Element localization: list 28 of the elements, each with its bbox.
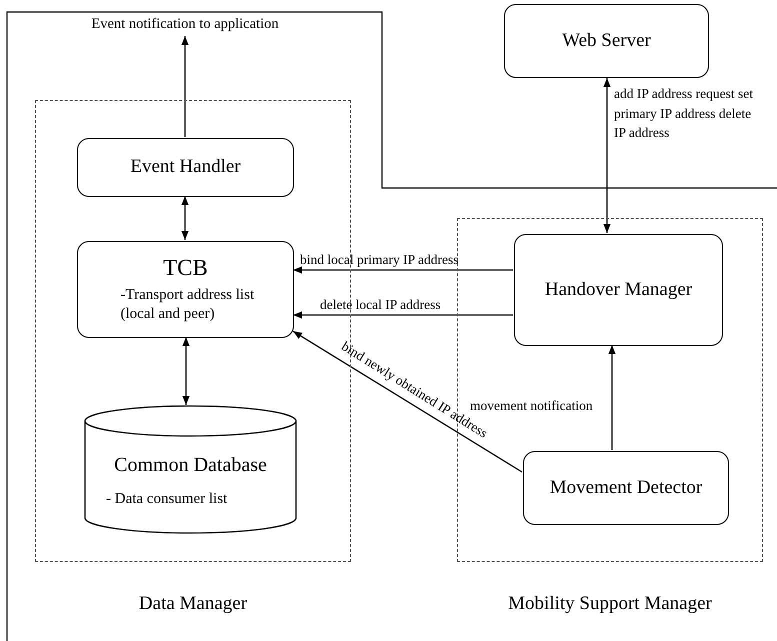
database-cylinder [84, 406, 297, 533]
process-box [77, 138, 294, 197]
box-title: Movement Detector [550, 476, 702, 500]
group-label: Mobility Support Manager [507, 593, 713, 616]
arrow [181, 196, 189, 240]
process-box [77, 241, 294, 338]
edge-label: movement notification [470, 397, 593, 413]
edge-label: bind local primary IP address [300, 251, 458, 269]
database-title: Common Database [113, 453, 268, 477]
process-box [514, 234, 723, 346]
arrow [182, 337, 190, 405]
box-title: Web Server [562, 30, 651, 52]
box-title: Handover Manager [544, 278, 692, 302]
arrow [181, 36, 189, 137]
box-note: -Transport address list (local and peer) [120, 286, 256, 324]
arrow [293, 266, 513, 274]
box-title: Event Handler [130, 156, 241, 179]
arrow [608, 345, 616, 450]
output-label: Event notification to application [90, 15, 280, 34]
process-box [523, 451, 729, 525]
database-note: - Data consumer list [106, 490, 228, 509]
box-title: TCB [163, 254, 208, 282]
arrow [293, 311, 513, 319]
group-label: Data Manager [138, 593, 248, 616]
arrow [603, 78, 611, 233]
arrow [292, 330, 522, 473]
process-box [504, 4, 709, 78]
edge-label: delete local IP address [320, 296, 441, 314]
